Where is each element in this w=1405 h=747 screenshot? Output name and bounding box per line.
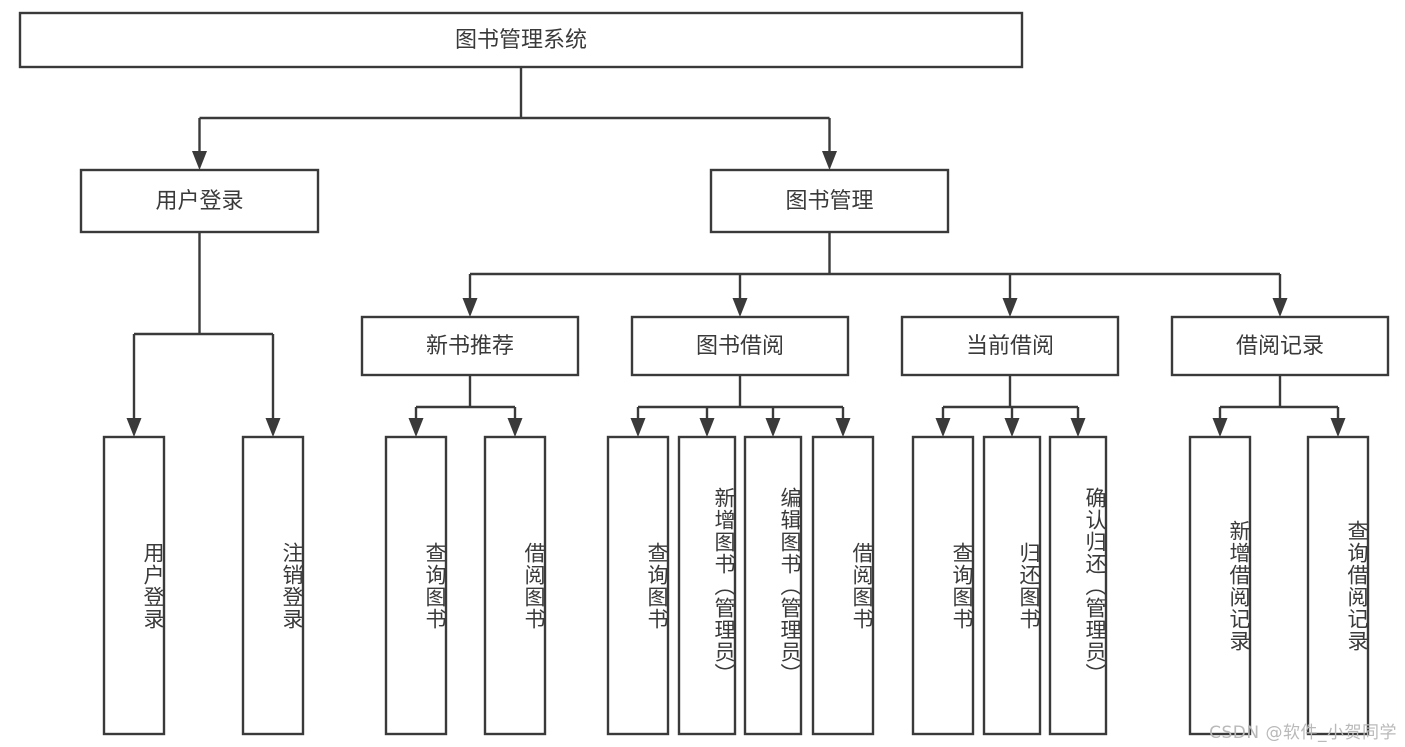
arrow-to-book-borrow bbox=[732, 298, 748, 317]
node-box-leaf-add-record[interactable] bbox=[1188, 435, 1252, 736]
node-label-borrow-record: 借阅记录 bbox=[1236, 334, 1324, 359]
node-box-book-manage[interactable] bbox=[709, 168, 950, 234]
node-label-current-borrow: 当前借阅 bbox=[966, 334, 1054, 359]
arrow-to-leaf-query-book-3 bbox=[935, 418, 951, 437]
node-box-user-login[interactable] bbox=[79, 168, 320, 234]
node-box-leaf-confirm-return[interactable] bbox=[1048, 435, 1108, 736]
arrow-to-new-book-rec bbox=[462, 298, 478, 317]
arrow-to-leaf-borrow-book-2 bbox=[835, 418, 851, 437]
node-box-leaf-user-login[interactable] bbox=[102, 435, 166, 736]
node-box-leaf-query-book-2[interactable] bbox=[606, 435, 670, 736]
arrow-to-current-borrow bbox=[1002, 298, 1018, 317]
connector-lines bbox=[126, 67, 1346, 437]
arrow-to-leaf-return-book bbox=[1004, 418, 1020, 437]
node-box-leaf-query-book-1[interactable] bbox=[384, 435, 448, 736]
csdn-watermark: CSDN @软件_小贺同学 bbox=[1209, 723, 1397, 743]
node-box-book-borrow[interactable] bbox=[630, 315, 850, 377]
arrow-to-leaf-user-login bbox=[126, 418, 142, 437]
arrow-to-leaf-borrow-book-1 bbox=[507, 418, 523, 437]
node-label-root: 图书管理系统 bbox=[455, 28, 587, 53]
arrow-to-leaf-query-record bbox=[1330, 418, 1346, 437]
arrow-to-leaf-add-record bbox=[1212, 418, 1228, 437]
arrow-to-book-manage bbox=[822, 151, 837, 170]
node-label-book-manage: 图书管理 bbox=[785, 189, 873, 214]
node-box-new-book-rec[interactable] bbox=[360, 315, 580, 377]
node-label-new-book-rec: 新书推荐 bbox=[426, 334, 514, 359]
arrow-to-user-login bbox=[192, 151, 207, 170]
node-box-leaf-add-book[interactable] bbox=[677, 435, 737, 736]
node-box-leaf-query-book-3[interactable] bbox=[911, 435, 975, 736]
node-box-leaf-borrow-book-1[interactable] bbox=[483, 435, 547, 736]
arrow-to-borrow-record bbox=[1272, 298, 1288, 317]
arrow-to-leaf-query-book-2 bbox=[630, 418, 646, 437]
arrow-to-leaf-add-book bbox=[699, 418, 715, 437]
arrow-to-leaf-logout bbox=[265, 418, 281, 437]
arrow-to-leaf-confirm-return bbox=[1070, 418, 1086, 437]
arrow-to-leaf-edit-book bbox=[765, 418, 781, 437]
node-label-user-login: 用户登录 bbox=[155, 189, 243, 214]
node-boxes bbox=[18, 11, 1390, 736]
node-box-root[interactable] bbox=[18, 11, 1024, 69]
node-box-leaf-edit-book[interactable] bbox=[743, 435, 803, 736]
node-box-leaf-return-book[interactable] bbox=[982, 435, 1042, 736]
node-label-book-borrow: 图书借阅 bbox=[696, 334, 784, 359]
arrow-to-leaf-query-book-1 bbox=[408, 418, 424, 437]
node-box-borrow-record[interactable] bbox=[1170, 315, 1390, 377]
node-box-leaf-borrow-book-2[interactable] bbox=[811, 435, 875, 736]
node-box-leaf-query-record[interactable] bbox=[1306, 435, 1370, 736]
node-box-current-borrow[interactable] bbox=[900, 315, 1120, 377]
node-box-leaf-logout[interactable] bbox=[241, 435, 305, 736]
